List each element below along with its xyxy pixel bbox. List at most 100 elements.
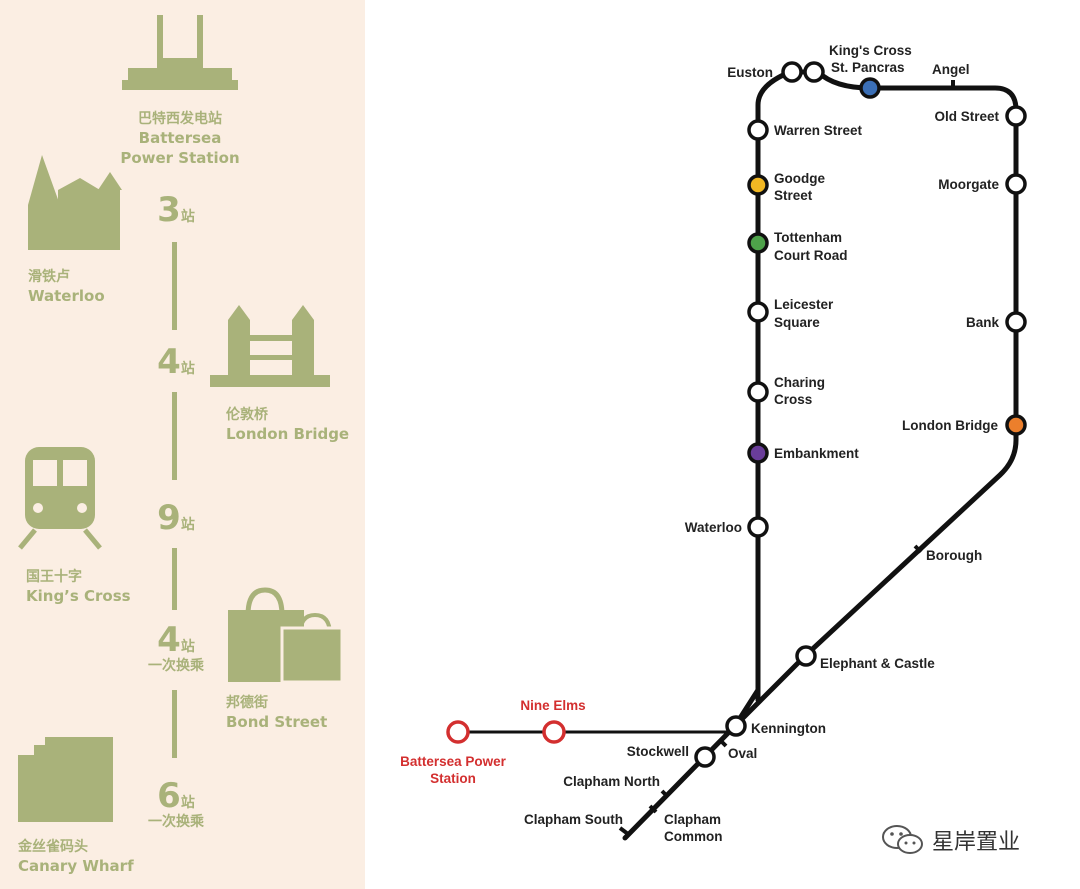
station-goodge-street[interactable] (747, 174, 769, 196)
station-kings-cross[interactable] (859, 77, 881, 99)
station-waterloo[interactable] (747, 516, 769, 538)
station-battersea-power-station[interactable] (446, 720, 470, 744)
tick-borough (913, 544, 923, 554)
label-st-pancras: St. Pancras (831, 60, 905, 75)
destination-en: King’s Cross (26, 587, 131, 605)
label-oval: Oval (728, 746, 757, 761)
route-segment (172, 392, 177, 480)
label-battersea-station: Station (430, 771, 476, 786)
destination-en: Canary Wharf (18, 857, 134, 875)
label-moorgate: Moorgate (938, 177, 999, 192)
label-charing: Charing (774, 375, 825, 390)
label-cross: Cross (774, 392, 812, 407)
destination-en: Battersea (138, 129, 222, 147)
station-charing-cross[interactable] (747, 381, 769, 403)
label-london-bridge: London Bridge (902, 418, 998, 433)
stop-count-unit: 站 (180, 209, 195, 225)
destination-london-bridge: 伦敦桥 London Bridge (226, 406, 349, 444)
label-embankment: Embankment (774, 446, 859, 461)
station-leicester-square[interactable] (747, 301, 769, 323)
label-tottenham: Tottenham (774, 230, 842, 245)
label-clapham-north: Clapham North (563, 774, 660, 789)
station-moorgate[interactable] (1005, 173, 1027, 195)
route-segment (172, 690, 177, 758)
label-leicester: Leicester (774, 297, 834, 312)
label-clapham-south: Clapham South (524, 812, 623, 827)
route-segment (172, 242, 177, 330)
stop-count-number: 9 (157, 498, 181, 538)
destination-cn: 邦德街 (226, 695, 268, 711)
station-kings-cross-secondary[interactable] (803, 61, 825, 83)
destination-en: London Bridge (226, 425, 350, 443)
label-bank: Bank (966, 315, 1000, 330)
church-icon (28, 155, 122, 250)
label-borough: Borough (926, 548, 982, 563)
stop-count-unit: 站 (180, 795, 195, 811)
tick-clapham-south (618, 826, 630, 836)
label-warren-street: Warren Street (774, 123, 863, 138)
destination-en: Power Station (120, 149, 240, 167)
stop-count-number: 3 (157, 190, 181, 230)
station-elephant-castle[interactable] (795, 645, 817, 667)
label-old-street: Old Street (934, 109, 999, 124)
destination-cn: 滑铁卢 (28, 269, 70, 285)
shopping-bag-icon (228, 587, 344, 684)
skyscraper-icon (18, 737, 113, 822)
label-battersea-power: Battersea Power (400, 754, 507, 769)
watermark: 星岸置业 (880, 822, 1020, 858)
power-station-icon (122, 15, 238, 90)
stop-count-transfer: 一次换乘 (148, 658, 204, 674)
label-square: Square (774, 315, 820, 330)
tick-clapham-common (648, 804, 658, 814)
label-angel: Angel (932, 62, 970, 77)
stop-count-unit: 站 (180, 639, 195, 655)
tower-bridge-icon (210, 305, 330, 387)
destination-waterloo: 滑铁卢 Waterloo (28, 268, 105, 306)
station-london-bridge[interactable] (1005, 414, 1027, 436)
destination-kings-cross: 国王十字 King’s Cross (26, 568, 131, 606)
station-warren-street[interactable] (747, 119, 769, 141)
destination-en: Bond Street (226, 713, 328, 731)
label-court-road: Court Road (774, 248, 848, 263)
station-embankment[interactable] (747, 442, 769, 464)
station-old-street[interactable] (1005, 105, 1027, 127)
station-stockwell[interactable] (694, 746, 716, 768)
stop-count-unit: 站 (180, 517, 195, 533)
station-bank[interactable] (1005, 311, 1027, 333)
label-euston: Euston (727, 65, 773, 80)
route-segment (172, 548, 177, 610)
tube-map: Euston King's Cross St. Pancras Angel Ol… (400, 43, 1027, 844)
label-kennington: Kennington (751, 721, 826, 736)
stop-count: 4站 (136, 344, 216, 380)
label-kings-cross: King's Cross (829, 43, 912, 58)
destination-bond-street: 邦德街 Bond Street (226, 694, 327, 732)
destination-cn: 巴特西发电站 (138, 111, 222, 127)
tick-oval (718, 738, 728, 748)
destination-en: Waterloo (28, 287, 105, 305)
train-icon (18, 447, 102, 550)
stop-count: 6站 一次换乘 (136, 778, 216, 830)
stop-count: 3站 (136, 192, 216, 228)
label-clapham: Clapham (664, 812, 721, 827)
stop-count: 4站 一次换乘 (136, 622, 216, 674)
label-stockwell: Stockwell (627, 744, 689, 759)
stop-count-transfer: 一次换乘 (148, 814, 204, 830)
left-panel-graphics (18, 15, 344, 822)
destination-battersea: 巴特西发电站 Battersea Power Station (120, 110, 240, 168)
station-nine-elms[interactable] (542, 720, 566, 744)
stop-count-number: 4 (157, 620, 181, 660)
station-tottenham-court-road[interactable] (747, 232, 769, 254)
left-panel: 巴特西发电站 Battersea Power Station 滑铁卢 Water… (0, 0, 365, 889)
stop-count: 9站 (136, 500, 216, 536)
tube-line-west-branch (622, 69, 1019, 841)
label-common: Common (664, 829, 723, 844)
stop-count-unit: 站 (180, 361, 195, 377)
station-kennington[interactable] (725, 715, 747, 737)
tick-clapham-north (660, 789, 670, 799)
destination-cn: 金丝雀码头 (18, 839, 88, 855)
label-nine-elms: Nine Elms (520, 698, 585, 713)
stop-count-number: 4 (157, 342, 181, 382)
label-goodge: Goodge (774, 171, 825, 186)
label-waterloo: Waterloo (685, 520, 742, 535)
station-euston[interactable] (781, 61, 803, 83)
